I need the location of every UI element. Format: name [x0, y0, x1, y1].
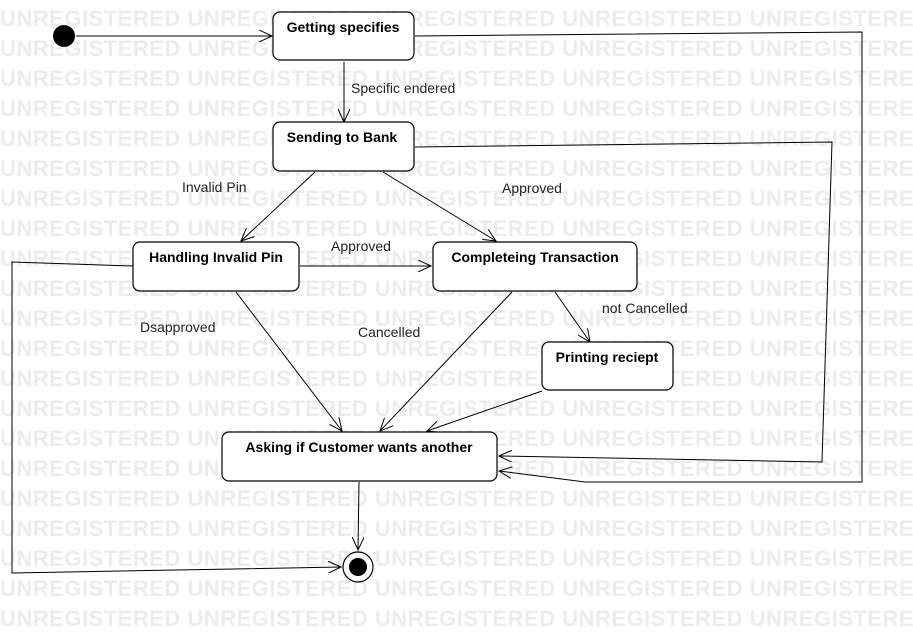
final-state-inner: [349, 558, 367, 576]
edge-completing-to-printing: [554, 291, 590, 342]
label-not-cancelled: not Cancelled: [602, 300, 688, 316]
state-getting-specifics[interactable]: Getting specifies: [272, 11, 415, 61]
edge-invalid-pin-to-final: [11, 261, 341, 574]
edge-sending-bank-to-completing: [382, 171, 496, 241]
label-invalid-pin: Invalid Pin: [182, 179, 247, 195]
edge-sending-bank-to-asking: [414, 141, 833, 463]
label-specific-entered: Specific endered: [351, 80, 455, 96]
edge-getting-specifics-to-asking: [414, 31, 863, 483]
state-completing-transaction-label: Completeing Transaction: [451, 249, 618, 265]
state-printing-receipt[interactable]: Printing reciept: [541, 341, 674, 391]
edge-printing-to-asking: [427, 390, 543, 431]
state-completing-transaction[interactable]: Completeing Transaction: [432, 241, 638, 292]
state-printing-receipt-label: Printing reciept: [556, 349, 659, 365]
state-asking-another-label: Asking if Customer wants another: [245, 439, 473, 455]
label-cancelled: Cancelled: [358, 324, 420, 340]
label-disapproved: Dsapproved: [140, 319, 216, 335]
initial-state-node[interactable]: [53, 25, 75, 47]
state-handling-invalid-pin-label: Handling Invalid Pin: [149, 249, 283, 265]
state-getting-specifics-label: Getting specifies: [287, 19, 400, 35]
label-approved-bank: Approved: [502, 180, 562, 196]
state-handling-invalid-pin[interactable]: Handling Invalid Pin: [132, 241, 300, 292]
state-sending-to-bank[interactable]: Sending to Bank: [272, 121, 415, 172]
label-approved-pin: Approved: [331, 238, 391, 254]
edge-sending-bank-to-invalid-pin: [241, 171, 316, 241]
edge-completing-to-asking: [380, 291, 513, 431]
state-asking-another[interactable]: Asking if Customer wants another: [221, 431, 498, 482]
state-sending-to-bank-label: Sending to Bank: [287, 129, 398, 145]
edge-asking-to-final: [358, 481, 359, 550]
edge-invalid-pin-to-asking: [235, 291, 342, 431]
